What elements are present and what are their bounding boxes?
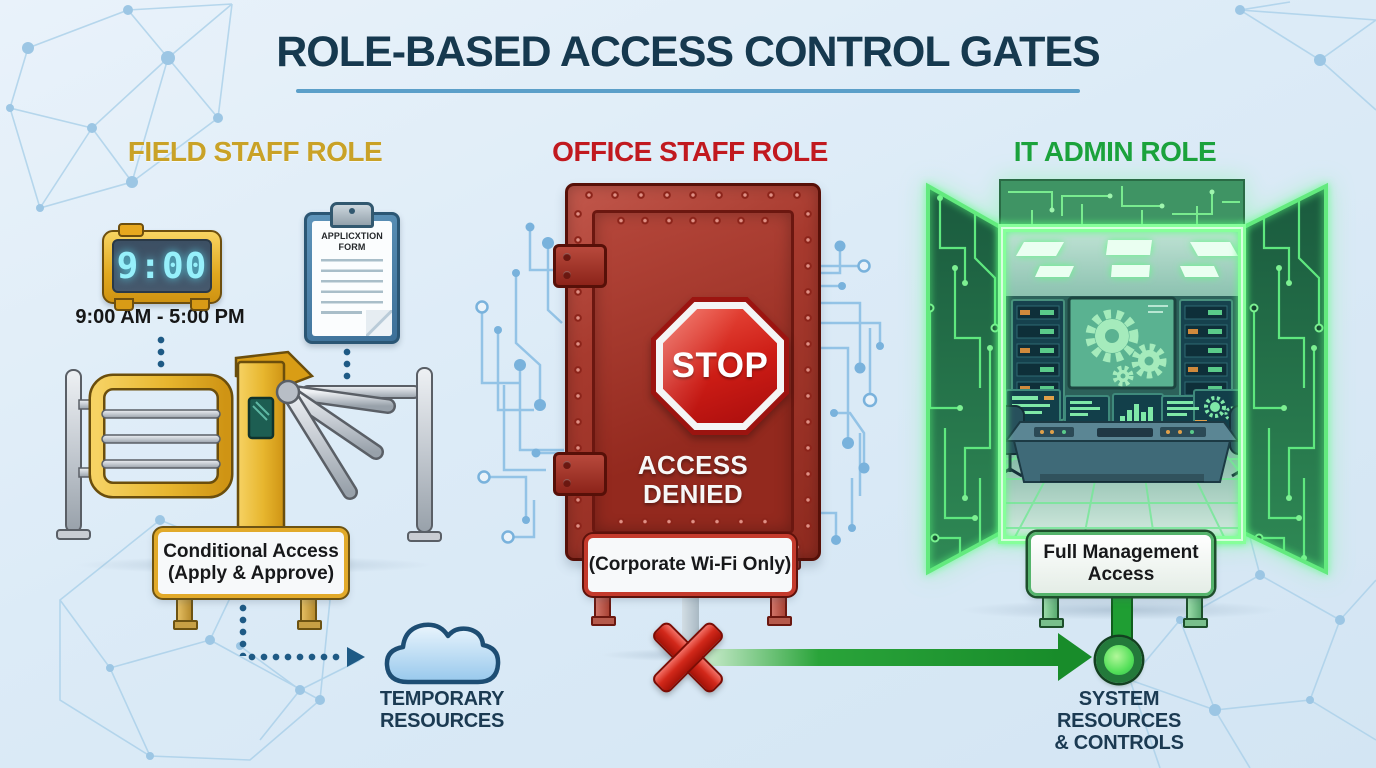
dotted-connector bbox=[239, 602, 247, 656]
vault-inner-panel: STOP ACCESS DENIED bbox=[592, 210, 794, 534]
field-gate-sign: Conditional Access (Apply & Approve) bbox=[154, 528, 348, 598]
sign-leg bbox=[1039, 594, 1064, 628]
working-hours-label: 9:00 AM - 5:00 PM bbox=[75, 306, 245, 328]
office-gate-sign: (Corporate Wi-Fi Only) bbox=[584, 534, 796, 596]
sign-leg bbox=[1183, 594, 1208, 628]
stop-sign-face: STOP bbox=[663, 309, 777, 423]
clock-screen: 9:00 bbox=[112, 239, 212, 293]
circuit-traces-right bbox=[818, 240, 884, 545]
clipboard-clip bbox=[330, 202, 374, 228]
door-hinge bbox=[553, 244, 607, 288]
dotted-connector bbox=[246, 653, 344, 661]
clipboard-icon: APPLICXTION FORM bbox=[304, 202, 400, 344]
it-admin-header: IT ADMIN ROLE bbox=[1013, 136, 1217, 167]
dotted-connector bbox=[343, 346, 351, 382]
server-room-doors-icon bbox=[926, 179, 1328, 576]
clock-foot bbox=[114, 298, 134, 311]
stop-sign-icon: STOP bbox=[651, 297, 789, 435]
rivet-row bbox=[580, 190, 806, 202]
admin-sign-line1: Full Management bbox=[1043, 542, 1199, 564]
circuit-traces-left bbox=[475, 222, 564, 544]
sign-leg bbox=[591, 594, 616, 626]
sign-leg bbox=[297, 596, 322, 630]
form-title: APPLICXTION FORM bbox=[321, 231, 383, 252]
green-arrow-icon bbox=[705, 649, 1060, 666]
admin-gate-sign: Full Management Access bbox=[1028, 532, 1214, 596]
cloud-icon bbox=[384, 622, 501, 685]
page-title: ROLE-BASED ACCESS CONTROL GATES bbox=[276, 28, 1100, 76]
admin-resource-label: SYSTEM RESOURCES & CONTROLS bbox=[1054, 688, 1184, 754]
clock-button bbox=[118, 223, 144, 237]
paper-fold bbox=[366, 310, 392, 336]
clock-time: 9:00 bbox=[116, 245, 208, 287]
vault-door-icon: STOP ACCESS DENIED bbox=[553, 183, 821, 561]
clock-foot bbox=[190, 298, 210, 311]
turnstile-icon bbox=[56, 350, 442, 562]
form-line bbox=[321, 310, 362, 314]
dotted-arrow-head bbox=[347, 647, 365, 667]
office-staff-header: OFFICE STAFF ROLE bbox=[552, 136, 828, 167]
admin-sign-line2: Access bbox=[1087, 564, 1155, 585]
field-resource-label: TEMPORARY RESOURCES bbox=[379, 688, 505, 732]
x-mark-icon bbox=[646, 615, 730, 699]
field-staff-header: FIELD STAFF ROLE bbox=[127, 136, 383, 167]
door-hinge bbox=[553, 452, 607, 496]
rivet-row bbox=[802, 204, 814, 540]
clipboard-paper: APPLICXTION FORM bbox=[312, 221, 392, 336]
sign-leg bbox=[173, 596, 198, 630]
field-sign-line2: (Apply & Approve) bbox=[167, 563, 335, 584]
green-arrow-head bbox=[1058, 633, 1092, 681]
sign-leg bbox=[767, 594, 792, 626]
digital-clock-icon: 9:00 bbox=[102, 223, 222, 311]
dotted-connector bbox=[157, 334, 165, 368]
title-underline bbox=[296, 89, 1080, 93]
stop-text: STOP bbox=[671, 346, 769, 385]
access-node-icon bbox=[1096, 637, 1142, 683]
office-sign-text: (Corporate Wi-Fi Only) bbox=[588, 554, 792, 576]
rivet-row bbox=[603, 517, 783, 528]
field-sign-line1: Conditional Access bbox=[163, 541, 339, 563]
rivet-row bbox=[603, 216, 783, 227]
access-denied-label: ACCESS DENIED bbox=[637, 450, 749, 510]
form-lines bbox=[321, 258, 383, 311]
